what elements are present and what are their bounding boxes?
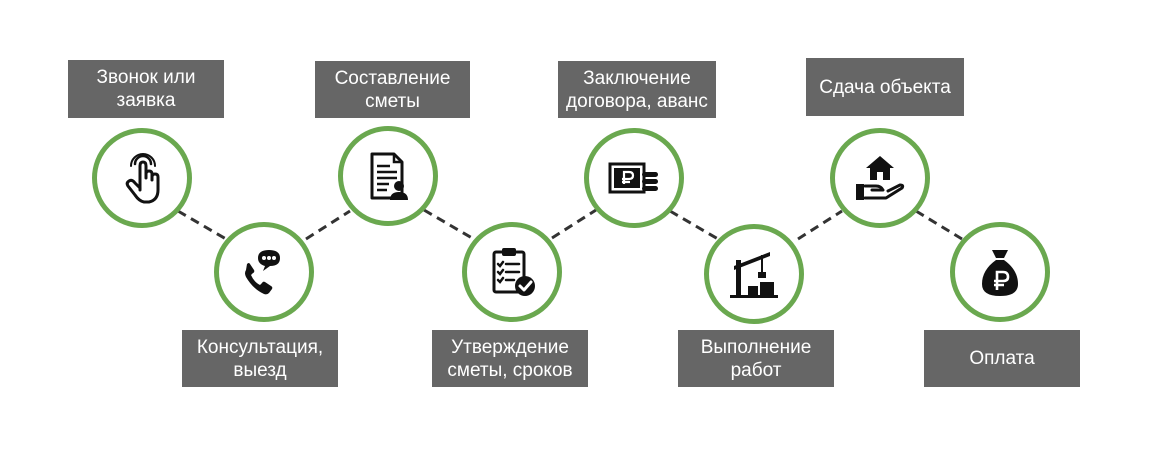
estimate-document-icon [370, 152, 408, 200]
step-3-label: Составление сметы [315, 61, 470, 118]
step-1-circle [92, 128, 192, 228]
ruble-bag-icon [982, 250, 1018, 296]
step-6-label: Выполнение работ [678, 330, 834, 387]
connector-7-8 [915, 209, 963, 241]
house-in-hand-icon [856, 156, 905, 200]
construction-crane-icon [730, 252, 778, 298]
connector-6-7 [797, 209, 843, 241]
step-7-label: Сдача объекта [806, 58, 964, 116]
connector-1-2 [177, 209, 227, 241]
step-2-circle [214, 222, 314, 322]
connector-2-3 [305, 209, 351, 241]
step-6-circle [704, 224, 804, 324]
ruble-payment-icon [608, 162, 658, 194]
step-3-circle [338, 126, 438, 226]
step-4-circle [462, 222, 562, 322]
step-8-label: Оплата [924, 330, 1080, 387]
approved-checklist-icon [492, 248, 535, 296]
tap-hand-icon [125, 153, 160, 204]
step-8-circle [950, 222, 1050, 322]
step-5-label: Заключение договора, аванс [558, 61, 716, 118]
connector-4-5 [551, 208, 597, 240]
step-2-label: Консультация, выезд [182, 330, 338, 387]
connector-3-4 [423, 208, 473, 240]
step-1-label: Звонок или заявка [68, 60, 224, 118]
phone-chat-icon [245, 250, 280, 295]
step-5-circle [584, 128, 684, 228]
connector-5-6 [669, 209, 719, 241]
step-7-circle [830, 128, 930, 228]
step-4-label: Утверждение сметы, сроков [432, 330, 588, 387]
